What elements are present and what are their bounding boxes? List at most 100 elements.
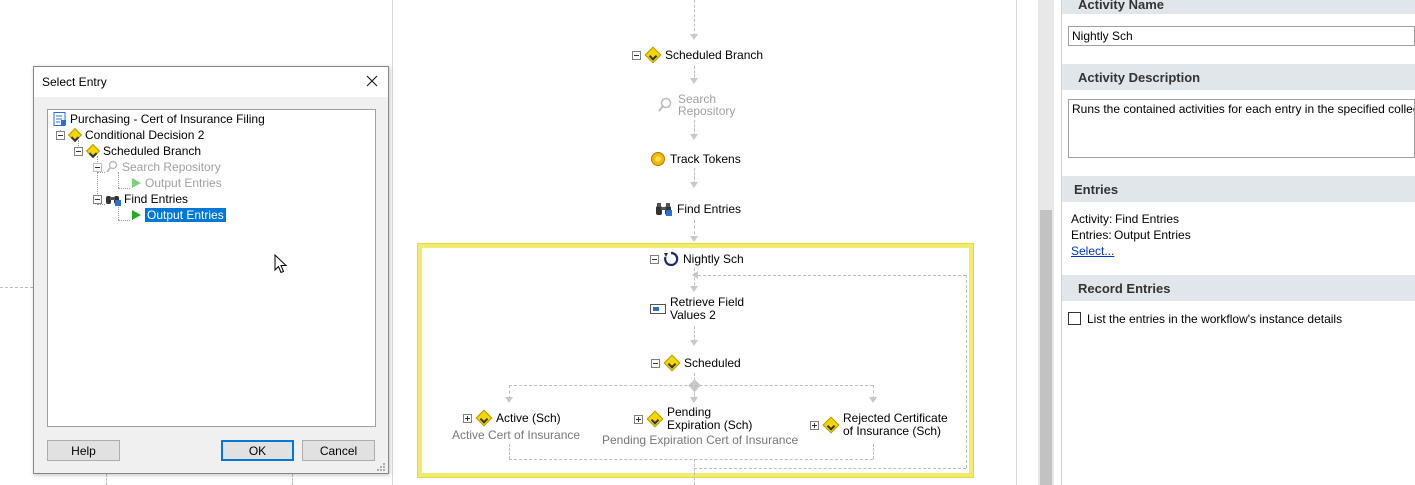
binoculars-icon: [655, 201, 673, 217]
node-scheduled[interactable]: Scheduled: [651, 354, 741, 372]
node-label: of Insurance (Sch): [843, 424, 942, 438]
ok-button[interactable]: OK: [221, 440, 294, 461]
decision-icon: [475, 409, 493, 427]
cancel-button[interactable]: Cancel: [302, 440, 375, 461]
resize-grip-icon[interactable]: [376, 461, 386, 471]
node-rejected-certificate[interactable]: Rejected Certificate of Insurance (Sch): [810, 412, 948, 438]
loop-connector: [694, 468, 966, 469]
left-connector: [106, 474, 107, 485]
entries-header: Entries: [1062, 176, 1415, 202]
tree-item[interactable]: Output Entries: [130, 176, 222, 190]
dialog-titlebar[interactable]: Select Entry: [34, 67, 388, 97]
play-icon: [130, 209, 142, 221]
collapse-icon[interactable]: [632, 50, 641, 60]
close-icon[interactable]: [362, 71, 382, 91]
selected-activity-container[interactable]: [417, 243, 974, 478]
node-scheduled-branch[interactable]: Scheduled Branch: [632, 46, 763, 64]
entries-entries-label: Entries:: [1071, 228, 1112, 242]
connector-arrow: [690, 397, 698, 403]
tree-item[interactable]: Find Entries: [93, 192, 188, 206]
entries-entries-value: Output Entries: [1114, 228, 1191, 242]
collapse-icon[interactable]: [74, 146, 83, 156]
collapse-icon[interactable]: [651, 358, 660, 368]
node-track-tokens[interactable]: Track Tokens: [650, 151, 741, 167]
node-sublabel: Active Cert of Insurance: [452, 428, 581, 442]
connector: [694, 220, 695, 240]
node-label: Values 2: [670, 308, 716, 322]
connector: [694, 120, 695, 136]
activity-description-textarea[interactable]: Runs the contained activities for each e…: [1068, 99, 1415, 158]
node-label: Pending: [667, 405, 712, 419]
node-search-repository[interactable]: Search Repository: [656, 93, 735, 117]
search-icon: [105, 160, 119, 174]
connector: [694, 66, 695, 82]
binoculars-icon: [105, 192, 121, 206]
tree-item-label: Search Repository: [122, 160, 221, 174]
decision-icon: [822, 416, 840, 434]
node-active-sch[interactable]: Active (Sch): [463, 409, 561, 427]
connector: [694, 373, 695, 385]
tree-item[interactable]: Scheduled Branch: [74, 143, 201, 159]
node-retrieve-field-values[interactable]: Retrieve Field Values 2: [650, 296, 744, 322]
connector: [694, 389, 695, 399]
decision-icon: [67, 127, 83, 143]
loop-icon: [663, 251, 679, 267]
record-entries-checkbox[interactable]: [1068, 312, 1081, 325]
node-label: Active (Sch): [496, 411, 561, 425]
collapse-icon[interactable]: [93, 194, 102, 204]
select-link[interactable]: Select...: [1071, 244, 1115, 258]
expand-icon[interactable]: [463, 413, 472, 423]
node-pending-expiration-sch[interactable]: Pending Expiration (Sch): [634, 406, 752, 432]
record-entries-header: Record Entries: [1062, 275, 1415, 301]
collapse-icon[interactable]: [93, 162, 102, 172]
canvas-edge: [1016, 0, 1017, 485]
collapse-icon[interactable]: [650, 254, 659, 264]
entry-tree[interactable]: Purchasing - Cert of Insurance Filing Co…: [47, 109, 376, 427]
tree-line: [97, 156, 98, 204]
merge-connector: [509, 459, 873, 460]
expand-icon[interactable]: [634, 414, 643, 424]
tree-item[interactable]: Purchasing - Cert of Insurance Filing: [53, 112, 265, 126]
node-nightly-sch[interactable]: Nightly Sch: [650, 251, 744, 267]
node-label: Nightly Sch: [683, 252, 744, 266]
left-divider: [392, 0, 393, 485]
connector-arrow: [690, 182, 698, 188]
activity-name-header: Activity Name: [1062, 0, 1415, 14]
field-values-icon: [650, 303, 666, 315]
tree-item[interactable]: Conditional Decision 2: [56, 127, 204, 143]
activity-name-input[interactable]: Nightly Sch: [1068, 26, 1415, 46]
collapse-icon[interactable]: [56, 130, 65, 140]
left-connector: [292, 474, 293, 485]
tree-line: [118, 188, 130, 189]
connector-arrow: [692, 271, 698, 279]
connector-arrow: [690, 236, 698, 242]
tree-item-label: Find Entries: [124, 192, 189, 206]
connector-arrow: [690, 134, 698, 140]
expand-icon[interactable]: [810, 420, 819, 430]
node-label: Scheduled: [684, 356, 741, 370]
node-find-entries[interactable]: Find Entries: [655, 201, 741, 217]
connector: [694, 0, 695, 36]
tree-item[interactable]: Search Repository: [93, 160, 221, 174]
tree-line: [118, 204, 119, 220]
token-icon: [650, 151, 666, 167]
connector-arrow: [690, 78, 698, 84]
entries-activity-label: Activity:: [1071, 212, 1113, 226]
branch-connector: [509, 385, 873, 386]
connector-arrow: [505, 397, 513, 403]
tree-line: [97, 204, 105, 205]
tree-item-label: Output Entries: [145, 176, 222, 190]
node-sublabel: Pending Expiration Cert of Insurance: [602, 433, 799, 447]
help-button[interactable]: Help: [47, 440, 120, 461]
decision-icon: [85, 143, 101, 159]
connector: [509, 444, 510, 459]
connector-arrow: [690, 34, 698, 40]
select-entry-dialog: Select Entry Purchasing - Cert of Insura…: [33, 66, 389, 474]
tree-item-selected[interactable]: Output Entries: [130, 207, 227, 223]
connector-arrow: [690, 340, 698, 346]
node-label: Rejected Certificate: [843, 411, 948, 425]
node-label: Repository: [678, 104, 736, 118]
scrollbar-thumb[interactable]: [1040, 210, 1052, 485]
tree-line: [118, 172, 119, 188]
connector: [873, 444, 874, 459]
